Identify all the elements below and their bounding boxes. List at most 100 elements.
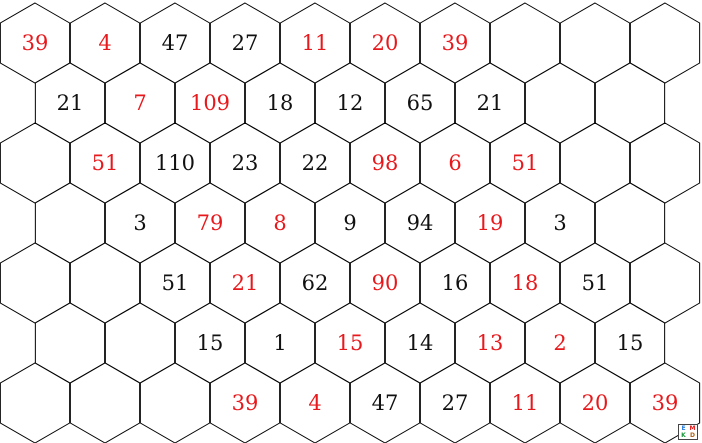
hex-cell-value: 47 bbox=[162, 31, 189, 55]
hex-cell-value: 6 bbox=[448, 151, 461, 175]
hex-cell: 27 bbox=[419, 362, 491, 443]
hex-cell: 79 bbox=[174, 182, 246, 264]
emkd-logo-icon: E M K D bbox=[678, 424, 698, 440]
hex-cell-value: 2 bbox=[553, 331, 566, 355]
hex-cell: 3 bbox=[524, 182, 596, 264]
hex-cell: 51 bbox=[559, 242, 631, 324]
hex-cell-value: 19 bbox=[477, 211, 504, 235]
logo-letter-m: M bbox=[689, 425, 696, 432]
hex-cell-value: 11 bbox=[512, 391, 539, 415]
hex-cell-value: 90 bbox=[372, 271, 399, 295]
hex-cell-value: 20 bbox=[372, 31, 399, 55]
hex-cell-outline bbox=[349, 362, 421, 443]
hex-cell-value: 23 bbox=[232, 151, 259, 175]
hex-cell: 12 bbox=[314, 62, 386, 144]
hex-cell: 62 bbox=[279, 242, 351, 324]
hex-cell: 9 bbox=[314, 182, 386, 264]
hex-cell-value: 4 bbox=[308, 391, 321, 415]
hex-cell-outline bbox=[139, 362, 211, 443]
hex-cell-value: 14 bbox=[407, 331, 434, 355]
hex-cell: 90 bbox=[349, 242, 421, 324]
hex-cell-value: 94 bbox=[407, 211, 434, 235]
hex-cell-value: 27 bbox=[442, 391, 469, 415]
hex-cell: 51 bbox=[489, 122, 561, 204]
hex-cell-outline bbox=[629, 362, 701, 443]
hex-cell: 1 bbox=[244, 302, 316, 384]
hex-cell: 47 bbox=[349, 362, 421, 443]
hex-cell-value: 4 bbox=[98, 31, 111, 55]
hex-cell-value: 62 bbox=[302, 271, 329, 295]
hex-cell-value: 18 bbox=[512, 271, 539, 295]
hex-cell-value: 15 bbox=[617, 331, 644, 355]
hex-cell-value: 21 bbox=[232, 271, 259, 295]
hex-cell-value: 16 bbox=[442, 271, 469, 295]
hex-cell: 51 bbox=[139, 242, 211, 324]
hex-cell-value: 39 bbox=[22, 31, 49, 55]
hex-cell: 94 bbox=[384, 182, 456, 264]
hex-cell-value: 39 bbox=[652, 391, 679, 415]
hex-cell bbox=[69, 362, 141, 443]
hex-cell: 11 bbox=[279, 2, 351, 84]
hex-cell: 15 bbox=[314, 302, 386, 384]
hex-cell-value: 27 bbox=[232, 31, 259, 55]
hex-cell-value: 9 bbox=[343, 211, 356, 235]
hex-cell-value: 15 bbox=[337, 331, 364, 355]
hex-cell: 65 bbox=[384, 62, 456, 144]
hex-cell-outline bbox=[559, 362, 631, 443]
hex-cell: 21 bbox=[209, 242, 281, 324]
hex-cell: 20 bbox=[559, 362, 631, 443]
hex-cell: 39 bbox=[209, 362, 281, 443]
hex-cell: 23 bbox=[209, 122, 281, 204]
hex-cell-value: 39 bbox=[442, 31, 469, 55]
hex-cell-value: 18 bbox=[267, 91, 294, 115]
hex-cell-value: 7 bbox=[133, 91, 146, 115]
hex-cell-value: 13 bbox=[477, 331, 504, 355]
hex-cell: 21 bbox=[454, 62, 526, 144]
hex-cell: 39 bbox=[419, 2, 491, 84]
hex-cell-outline bbox=[279, 362, 351, 443]
logo-letter-d: D bbox=[690, 432, 695, 439]
hex-cell-outline bbox=[419, 362, 491, 443]
hex-cell-value: 12 bbox=[337, 91, 364, 115]
hex-cell-value: 39 bbox=[232, 391, 259, 415]
hex-cell: 20 bbox=[349, 2, 421, 84]
hex-cell-value: 47 bbox=[372, 391, 399, 415]
hex-cell: 11 bbox=[489, 362, 561, 443]
hex-cell-outline bbox=[489, 362, 561, 443]
logo-letter-k: K bbox=[681, 432, 686, 439]
hex-cell-value: 65 bbox=[407, 91, 434, 115]
hex-cell: 8 bbox=[244, 182, 316, 264]
hex-cell-value: 15 bbox=[197, 331, 224, 355]
hex-cell: 15 bbox=[174, 302, 246, 384]
hex-cell: 47 bbox=[139, 2, 211, 84]
hex-cell bbox=[139, 362, 211, 443]
hex-cell: 15 bbox=[594, 302, 666, 384]
hex-cell-value: 109 bbox=[190, 91, 230, 115]
hex-cell: 109 bbox=[174, 62, 246, 144]
logo-letter-e: E bbox=[681, 425, 686, 432]
hex-cell: 4 bbox=[69, 2, 141, 84]
hex-cell-value: 51 bbox=[512, 151, 539, 175]
hex-cell-outline bbox=[209, 362, 281, 443]
hex-cell-value: 51 bbox=[162, 271, 189, 295]
hex-cell bbox=[0, 362, 71, 443]
hex-cell-value: 8 bbox=[273, 211, 286, 235]
hex-cell: 3 bbox=[104, 182, 176, 264]
hex-cell: 19 bbox=[454, 182, 526, 264]
hex-cell: 2 bbox=[524, 302, 596, 384]
hex-cell-value: 22 bbox=[302, 151, 329, 175]
hex-cell-value: 98 bbox=[372, 151, 399, 175]
hex-cell: 4 bbox=[279, 362, 351, 443]
hex-cell-value: 3 bbox=[553, 211, 566, 235]
hex-cell-value: 11 bbox=[302, 31, 329, 55]
hex-cell-value: 21 bbox=[477, 91, 504, 115]
hex-cell-value: 21 bbox=[57, 91, 84, 115]
hex-cell: 18 bbox=[489, 242, 561, 324]
hex-cell-value: 79 bbox=[197, 211, 224, 235]
hex-cell-value: 110 bbox=[155, 151, 195, 175]
hex-cell-outline bbox=[69, 362, 141, 443]
hex-cell-value: 20 bbox=[582, 391, 609, 415]
hex-cell: 21 bbox=[34, 62, 106, 144]
hex-cell: 98 bbox=[349, 122, 421, 204]
